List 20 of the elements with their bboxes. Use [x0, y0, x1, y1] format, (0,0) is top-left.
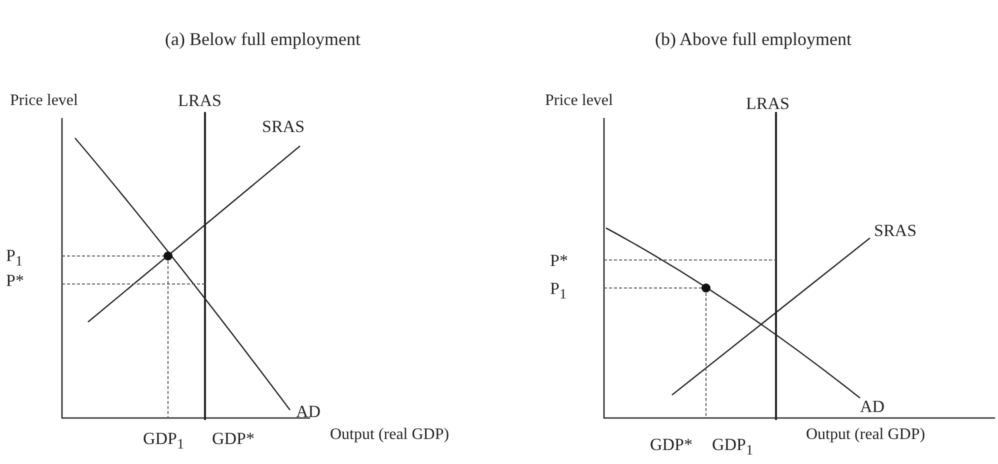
curve-label: AD — [296, 403, 321, 422]
curve-label: SRAS — [874, 222, 917, 241]
axis-title: Price level — [545, 92, 613, 110]
price-label: P* — [6, 272, 24, 291]
axis-title: Output (real GDP) — [330, 426, 450, 444]
price-label: P* — [550, 252, 568, 271]
curve-label: LRAS — [746, 95, 790, 114]
curve-label: LRAS — [178, 92, 222, 111]
output-label: GDP$_{1}$ — [143, 430, 184, 453]
price-label: P$_{1}$ — [6, 247, 23, 270]
output-label: GDP* — [650, 436, 693, 455]
price-label: P$_{1}$ — [550, 280, 567, 303]
axis-title: Output (real GDP) — [806, 426, 926, 444]
curve-label: AD — [860, 398, 885, 417]
panel-heading: (a) Below full employment — [165, 30, 360, 50]
output-label: GDP* — [212, 430, 255, 449]
output-label: GDP$_{1}$ — [712, 436, 754, 459]
curve-label: SRAS — [262, 118, 305, 137]
axis-title: Price level — [10, 92, 78, 110]
panel-heading: (b) Above full employment — [655, 30, 852, 50]
